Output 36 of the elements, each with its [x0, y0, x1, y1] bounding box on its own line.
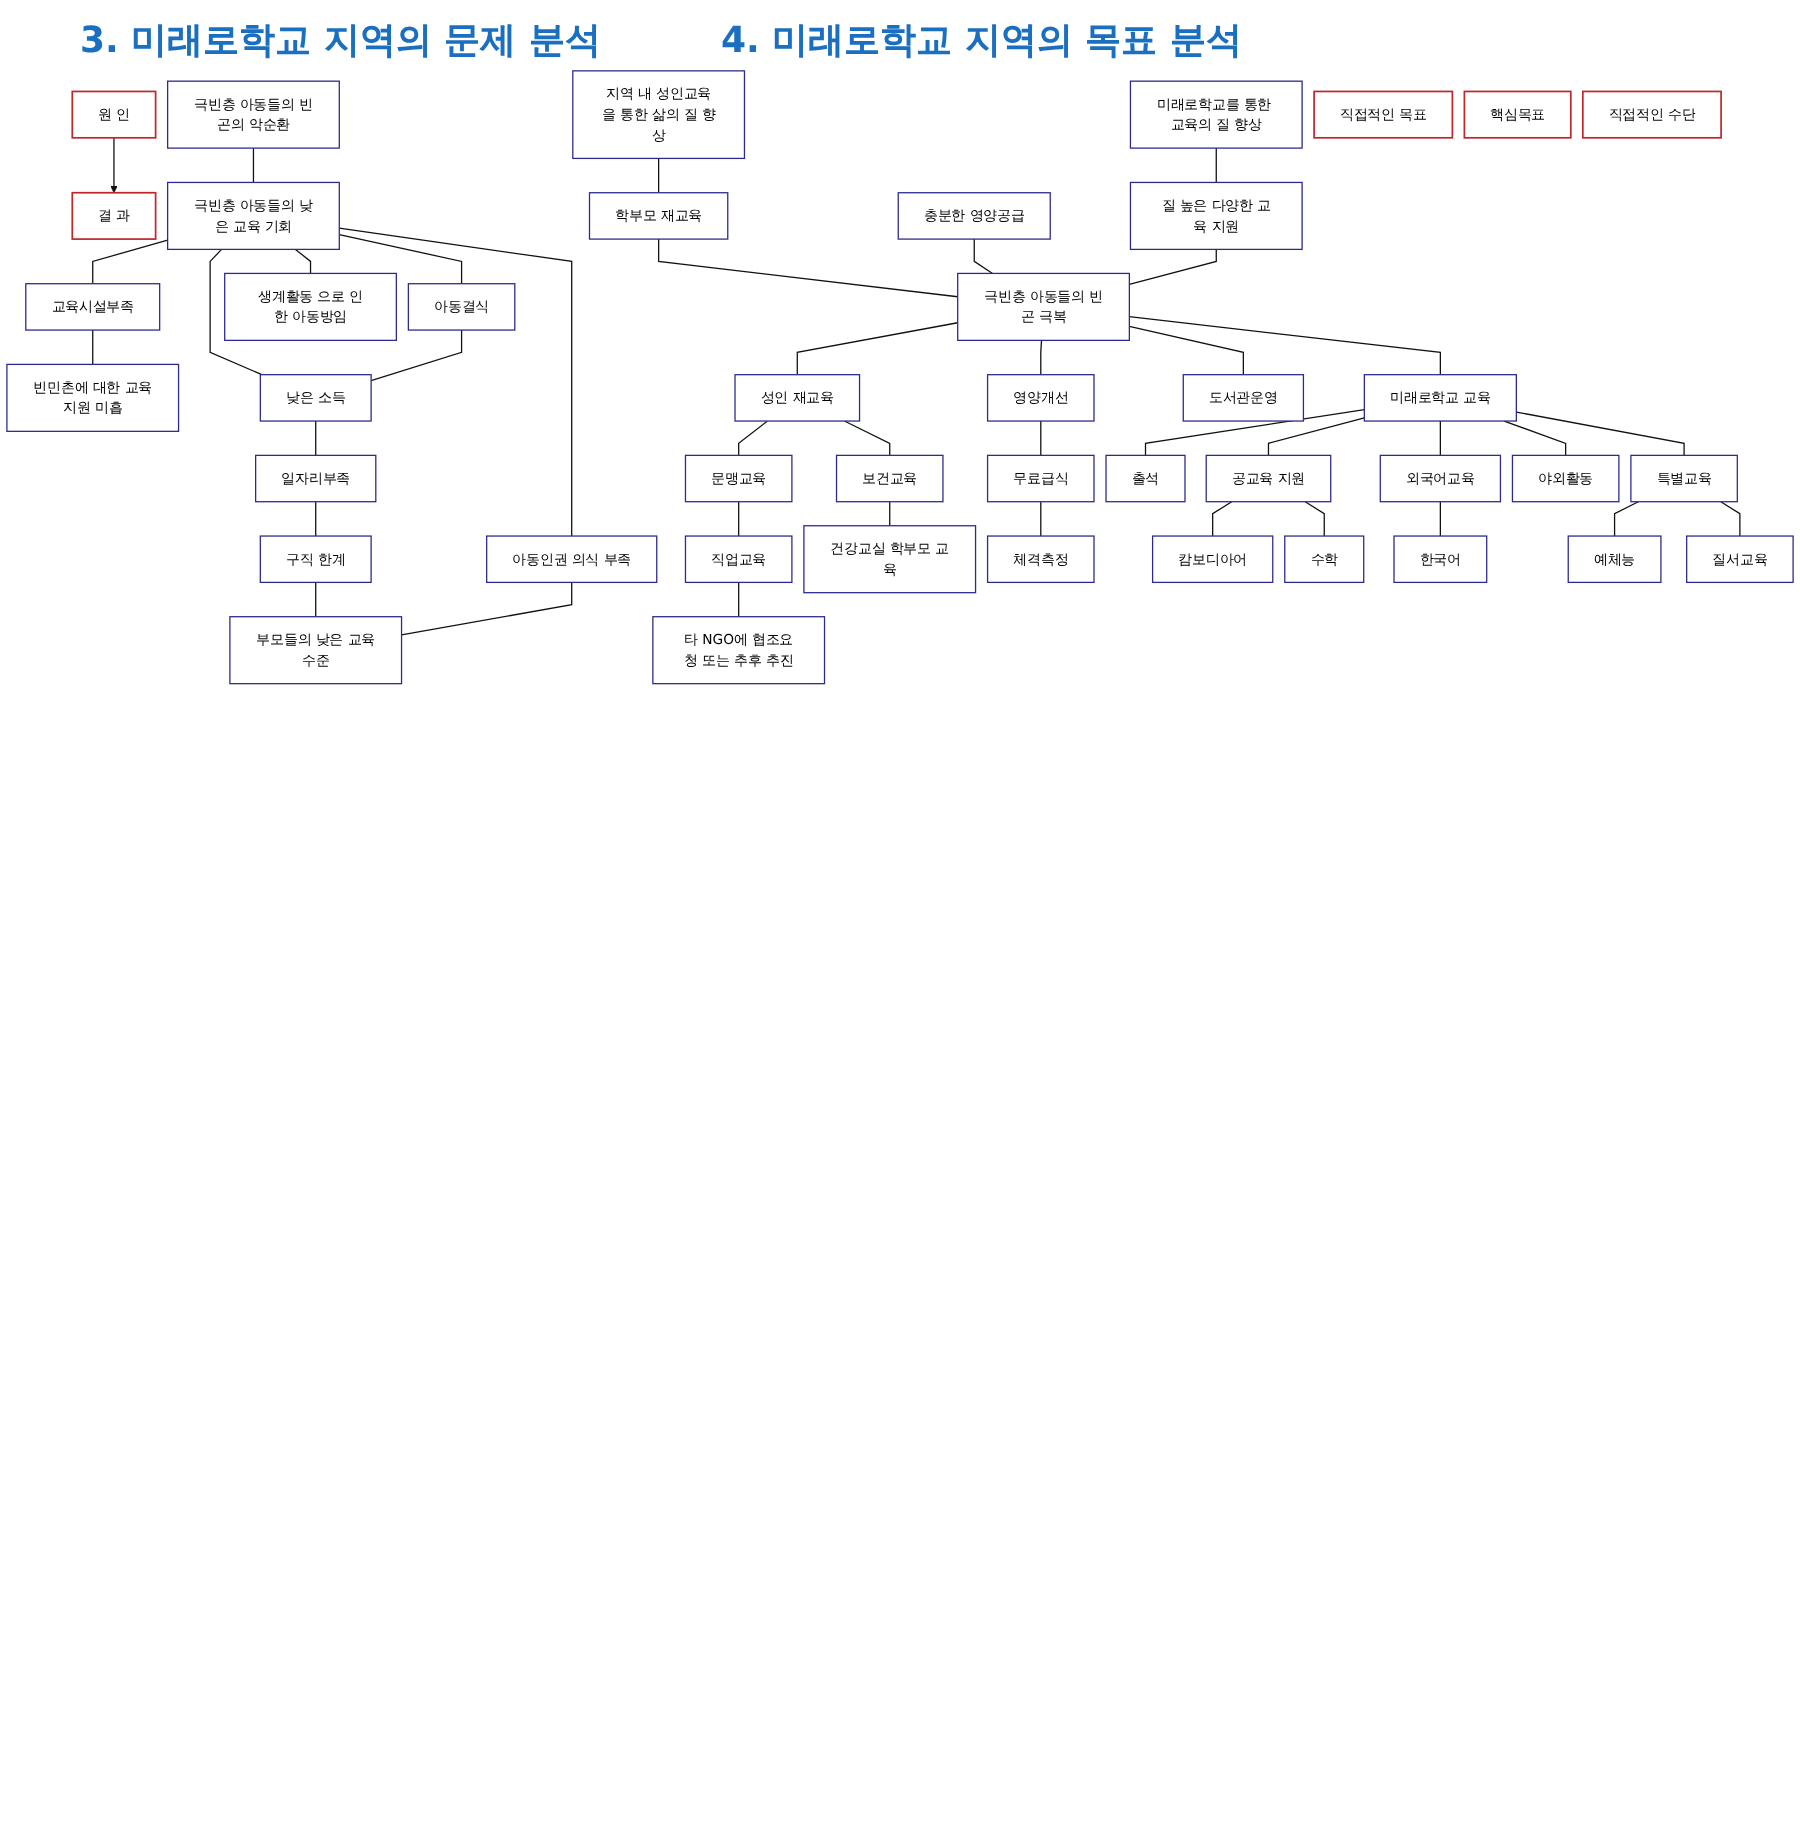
connector	[294, 248, 312, 275]
connector	[1128, 248, 1217, 285]
connector	[1040, 420, 1042, 456]
section-heading: 3. 미래로학교 지역의 문제 분석	[80, 18, 601, 64]
connector	[315, 501, 317, 537]
connector	[400, 581, 573, 636]
connector	[738, 420, 769, 456]
connector	[796, 322, 959, 376]
connector	[92, 329, 94, 366]
connector	[338, 227, 573, 537]
connector	[1144, 408, 1365, 456]
connector	[315, 581, 317, 618]
connector	[1040, 339, 1043, 376]
connector	[738, 581, 740, 618]
connector	[1515, 411, 1685, 456]
connector	[315, 420, 317, 456]
connector	[1439, 420, 1441, 456]
connector	[1215, 147, 1217, 184]
connector	[252, 147, 255, 184]
arrow	[110, 137, 118, 194]
connector	[658, 157, 660, 194]
connector	[1128, 316, 1441, 376]
connector	[1128, 325, 1244, 376]
connector	[370, 329, 463, 382]
connector	[1503, 420, 1567, 456]
connector	[1267, 417, 1365, 456]
connector	[658, 238, 959, 298]
connector	[889, 501, 891, 527]
connector	[338, 234, 463, 285]
connector	[738, 501, 740, 537]
connector	[1439, 501, 1441, 537]
connector	[1040, 501, 1042, 537]
connector	[209, 248, 263, 376]
connector	[843, 420, 891, 456]
connector	[92, 239, 169, 285]
section-heading: 4. 미래로학교 지역의 목표 분석	[720, 18, 1242, 64]
